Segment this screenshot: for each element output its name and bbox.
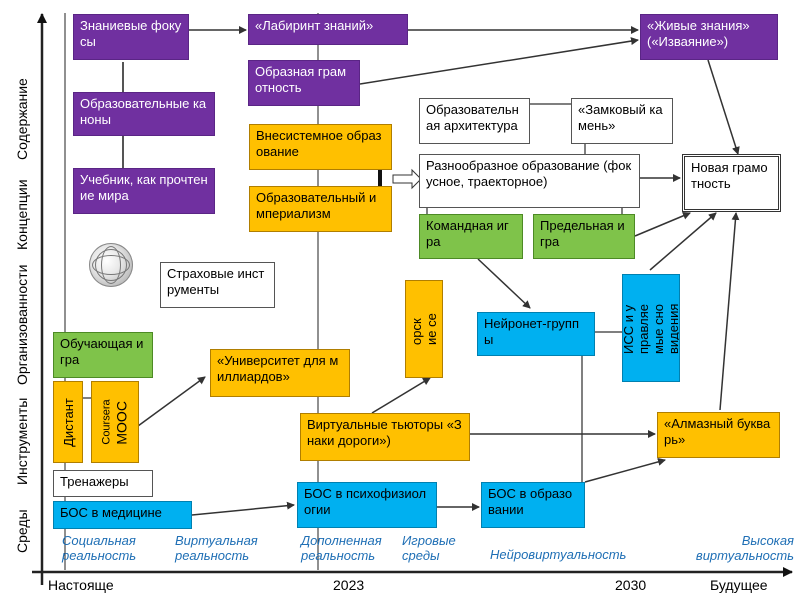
y-label-soderzhanie: Содержание — [14, 78, 30, 160]
arrow-predelnaya-novaya — [634, 212, 691, 237]
label-vysokaya-virtualnost: Высокая виртуальность — [695, 533, 794, 563]
box-raznoobraznoe-obrazovanie: Разнообразное образование (фокусное, тра… — [419, 154, 640, 208]
arrow-almaznyy-novaya — [719, 212, 740, 411]
arrow-virtualnye-mentorskie — [371, 377, 431, 414]
box-obraznaya-gramotnost: Образная грамотность — [248, 60, 360, 106]
box-iss: ИСС и управляемые сновидения — [622, 274, 680, 382]
label-neyrovirtualnost: Нейровиртуальность — [490, 547, 627, 562]
arrow-zhivye-novaya — [707, 59, 740, 155]
box-virtualnye-tyutory: Виртуальные тьюторы «Знаки дороги») — [300, 413, 470, 461]
box-znanievye-fokusy: Знаниевые фокусы — [73, 14, 189, 60]
box-zhivye-znaniya: «Живые знания» («Изваяние») — [640, 14, 778, 60]
mooc-label: MOOC — [114, 401, 130, 445]
mentorskie-seti-label: Менторские сети — [406, 313, 442, 345]
arrow-iss-novaya — [649, 212, 717, 271]
timeline-label-2030: 2030 — [615, 577, 647, 593]
box-labirint-znaniy: «Лабиринт знаний» — [248, 14, 408, 45]
box-obrazovatelnaya-arkhitektura: Образовательная архитектура — [419, 98, 530, 144]
box-distant: Дистант — [53, 381, 83, 463]
timeline-label-2023: 2023 — [333, 577, 365, 593]
box-obrazovatelnyy-imperializm: Образовательный империализм — [249, 186, 392, 232]
hollow-arrow — [392, 168, 422, 190]
box-vnesistemnoe-obrazovanie: Внесистемное образование — [249, 124, 392, 170]
label-virtualnaya-realnost: Виртуальная реальность — [175, 533, 258, 563]
arrow-obraznaya-zhivye — [359, 37, 639, 85]
iss-label: ИСС и управляемые сновидения — [622, 303, 680, 354]
box-uchebnik: Учебник, как прочтение мира — [73, 168, 215, 214]
y-label-organizovannosti: Организованности — [14, 264, 30, 385]
box-universitet: «Университет для миллиардов» — [210, 349, 350, 397]
y-label-kontseptsii: Концепции — [14, 179, 30, 250]
box-almaznyy-bukvar: «Алмазный букварь» — [657, 412, 780, 458]
label-sotsialnaya-realnost: Социальная реальность — [62, 533, 137, 563]
label-dopolnennaya-realnost: Дополненная реальность — [301, 533, 382, 563]
box-zamkovyy-kamen: «Замковый камень» — [571, 98, 673, 144]
box-mentorskie-seti: Менторские сети — [405, 280, 443, 378]
box-obuchayushchaya-igra: Обучающая игра — [53, 332, 153, 378]
box-bos-obrazovanii: БОС в образовании — [481, 482, 585, 528]
sphere-icon — [89, 243, 133, 287]
label-igrovye-sredy: Игровые среды — [402, 533, 456, 563]
box-trenazhery: Тренажеры — [53, 470, 153, 497]
box-bos-psikhofiziologii: БОС в психофизиологии — [297, 482, 437, 528]
y-label-instrumenty: Инструменты — [14, 397, 30, 485]
box-komandnaya-igra: Командная игра — [419, 214, 523, 259]
box-strakhovye-instrumenty: Страховые инструменты — [160, 262, 275, 308]
timeline-label-nastoyashchee: Настояще — [48, 577, 114, 593]
box-obrazovatelnye-kanony: Образовательные каноны — [73, 92, 215, 136]
box-neyronet-gruppy: Нейронет-группы — [477, 312, 595, 356]
box-predelnaya-igra: Предельная игра — [533, 214, 635, 259]
box-novaya-gramotnost: Новая грамотность — [682, 154, 781, 212]
distant-label: Дистант — [60, 397, 76, 447]
arrow-meditsine-psikhofiziologii — [191, 501, 295, 516]
y-label-sredy: Среды — [14, 509, 30, 553]
arrow-komandnaya-neyronet — [477, 258, 531, 309]
timeline-label-budushchee: Будущее — [710, 577, 768, 593]
arrow-mooc-universitet — [137, 376, 206, 427]
box-bos-meditsine: БОС в медицине — [53, 501, 192, 529]
arrow-obrazovanii-almaznyy — [584, 457, 666, 483]
